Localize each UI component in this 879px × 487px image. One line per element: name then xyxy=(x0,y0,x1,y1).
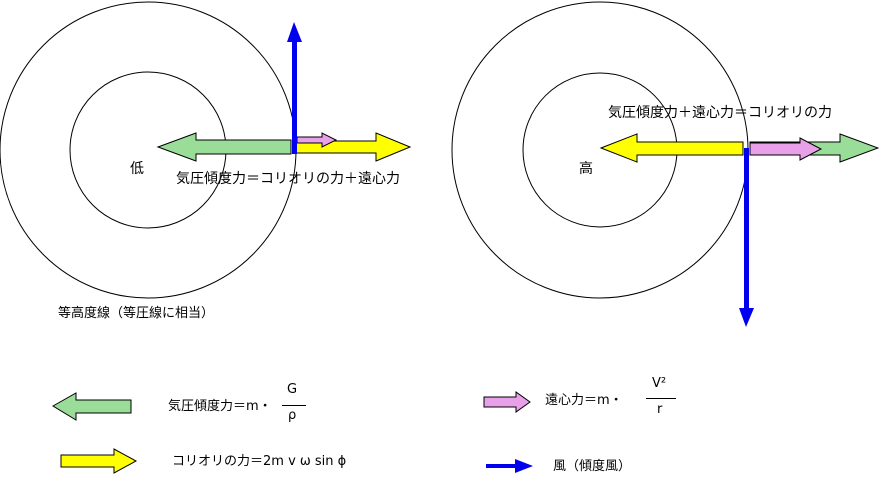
contour-line-label: 等高度線（等圧線に相当） xyxy=(58,306,215,321)
low-force-equation: 気圧傾度力＝コリオリの力＋遠心力 xyxy=(176,171,400,187)
legend-wind-shaft xyxy=(486,464,518,468)
low-pressure-gradient-arrow-icon xyxy=(156,132,292,162)
legend-centrifugal-numerator: V² xyxy=(652,376,667,391)
legend-centrifugal-arrow-icon xyxy=(483,391,531,413)
legend-pressure-gradient-fraction-bar xyxy=(282,405,306,406)
legend-pressure-gradient-denominator: ρ xyxy=(288,408,297,423)
high-center-label: 高 xyxy=(579,161,593,177)
low-center-label: 低 xyxy=(130,161,144,177)
legend-coriolis-label: コリオリの力＝2m v ω sin ϕ xyxy=(172,454,347,469)
legend-wind-arrow-icon xyxy=(515,459,533,473)
low-centrifugal-arrow-icon xyxy=(296,132,338,148)
high-force-equation: 気圧傾度力＋遠心力＝コリオリの力 xyxy=(608,105,832,121)
legend-pressure-gradient-arrow-icon xyxy=(52,392,132,421)
legend-wind-label: 風（傾度風） xyxy=(553,459,632,474)
high-centrifugal-arrow-icon xyxy=(749,137,823,161)
legend-centrifugal-fraction-bar xyxy=(646,398,676,399)
high-wind-shaft xyxy=(744,148,749,310)
low-coriolis-arrow-icon xyxy=(295,132,412,162)
legend-centrifugal-denominator: r xyxy=(657,402,663,417)
legend-centrifugal-label: 遠心力＝m・ xyxy=(545,393,623,408)
high-wind-arrow-icon xyxy=(739,308,754,327)
legend-pressure-gradient-numerator: G xyxy=(287,382,298,397)
legend-pressure-gradient-label: 気圧傾度力＝m・ xyxy=(168,399,272,414)
low-wind-shaft xyxy=(292,40,297,154)
high-pressure-gradient-arrow-icon xyxy=(599,133,744,163)
low-wind-arrow-icon xyxy=(287,22,302,42)
legend-coriolis-arrow-icon xyxy=(60,448,138,474)
